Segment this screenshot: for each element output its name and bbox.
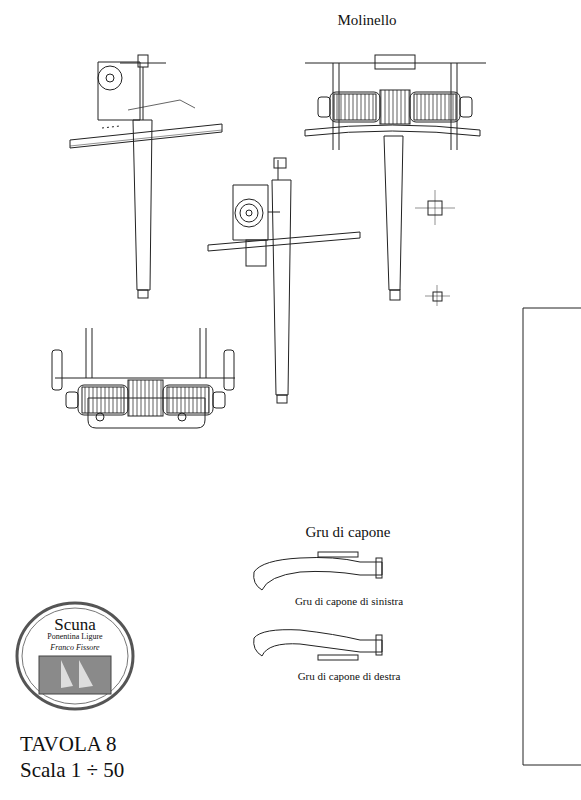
view-heading: Gru di capone di destra (298, 670, 401, 682)
view-heading: Molinello (337, 12, 396, 29)
logo-title: Scuna (54, 616, 96, 635)
logo-subtitle: Franco Fissore (50, 644, 99, 653)
view-heading: Gru di capone di sinistra (295, 595, 403, 607)
logo-cartouche: ScunaPonentina LigureFranco Fissore (14, 600, 136, 712)
logo-subtitle: Ponentina Ligure (47, 633, 102, 642)
view-heading: Gru di capone (306, 524, 391, 541)
sheet-caption: TAVOLA 8 (20, 733, 117, 756)
sheet-caption: Scala 1 ÷ 50 (20, 759, 124, 782)
